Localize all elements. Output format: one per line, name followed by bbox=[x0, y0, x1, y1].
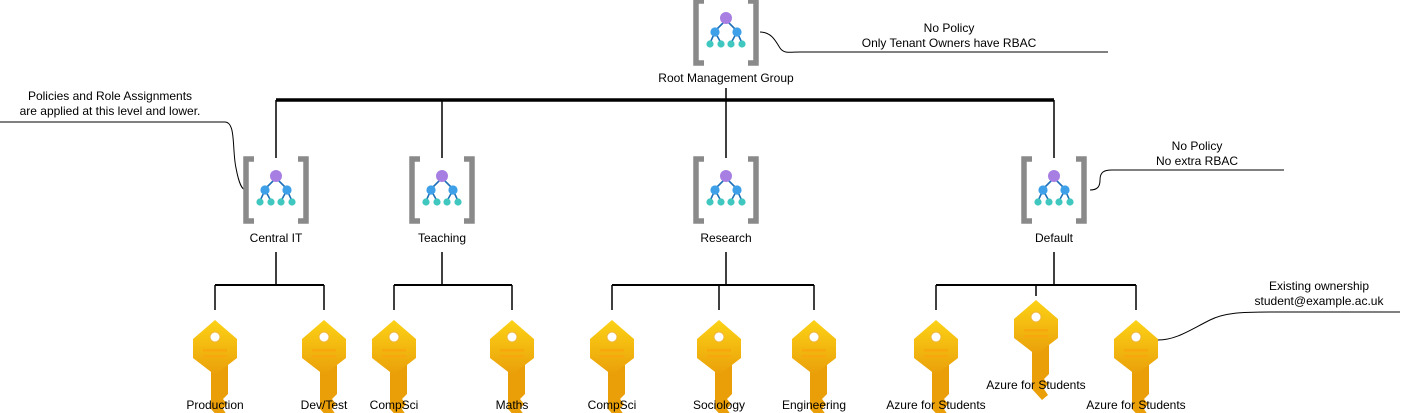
annotation-callouts bbox=[0, 31, 1400, 341]
default-annotation-line2: No extra RBAC bbox=[1156, 154, 1238, 168]
subscription-label-engineering: Engineering bbox=[782, 398, 846, 412]
subscription-label-teaching-compsci: CompSci bbox=[370, 398, 419, 412]
teaching-management-group-icon bbox=[412, 159, 472, 221]
central-it-annotation-line bbox=[0, 121, 247, 191]
research-management-group-icon bbox=[696, 159, 756, 221]
default-management-group-icon bbox=[1024, 159, 1084, 221]
central-it-management-group-icon bbox=[246, 159, 306, 221]
root-management-group-icon bbox=[696, 1, 756, 63]
hierarchy-connectors bbox=[214, 88, 1137, 310]
central-it-annotation-line1: Policies and Role Assignments bbox=[28, 89, 192, 103]
subscription-label-research-compsci: CompSci bbox=[588, 398, 637, 412]
subscription-label-azure-students-3: Azure for Students bbox=[1086, 398, 1185, 412]
subscription-label-sociology: Sociology bbox=[693, 398, 745, 412]
student-annotation-line2: student@example.ac.uk bbox=[1255, 294, 1385, 308]
root-annotation-line1: No Policy bbox=[924, 21, 975, 35]
central-it-annotation-line2: are applied at this level and lower. bbox=[20, 104, 201, 118]
student-annotation-line1: Existing ownership bbox=[1269, 279, 1369, 293]
subscription-label-azure-students-2: Azure for Students bbox=[986, 378, 1085, 392]
student-annotation-line bbox=[1157, 311, 1400, 341]
subscription-label-azure-students-1: Azure for Students bbox=[886, 398, 985, 412]
central-it-group-label: Central IT bbox=[250, 231, 303, 245]
teaching-group-label: Teaching bbox=[418, 231, 466, 245]
subscription-label-dev-test: Dev/Test bbox=[301, 398, 348, 412]
root-annotation-line bbox=[759, 31, 1108, 53]
default-annotation-line bbox=[1089, 169, 1284, 191]
root-group-label: Root Management Group bbox=[658, 71, 794, 85]
default-group-label: Default bbox=[1035, 231, 1074, 245]
research-group-label: Research bbox=[700, 231, 751, 245]
subscription-label-maths: Maths bbox=[496, 398, 529, 412]
root-annotation-line2: Only Tenant Owners have RBAC bbox=[862, 36, 1037, 50]
subscription-label-production: Production bbox=[186, 398, 243, 412]
default-annotation-line1: No Policy bbox=[1172, 139, 1223, 153]
